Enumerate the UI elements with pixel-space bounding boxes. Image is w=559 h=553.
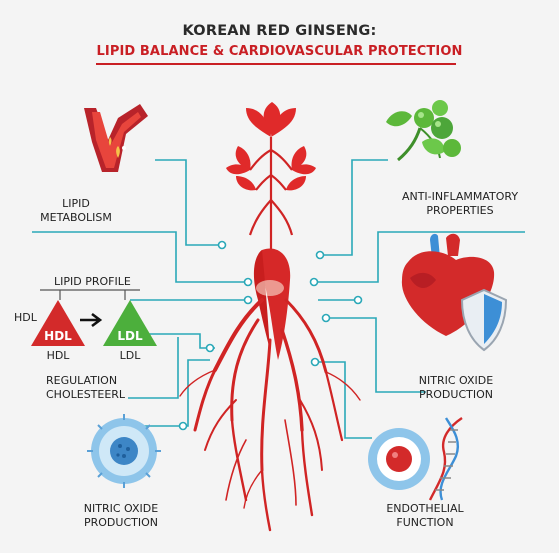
green-leaf-berries-icon	[386, 100, 461, 162]
artery-icon	[84, 104, 148, 172]
bacteria-cell-icon	[87, 414, 161, 488]
page-subtitle: LIPID BALANCE & CARDIOVASCULAR PROTECTIO…	[96, 44, 463, 59]
anti-inflammatory-label: ANTI-INFLAMMATORY PROPERTIES	[401, 190, 519, 217]
lipid-profile-label: LIPID PROFILE	[54, 275, 131, 288]
arrow-right-icon	[80, 312, 103, 328]
endothelial-function-label: ENDOTHELIAL FUNCTION	[386, 502, 464, 529]
blood-cell-dna-icon	[368, 417, 463, 501]
heart-shield-icon	[401, 233, 508, 352]
page-title: KOREAN RED GINSENG:	[182, 23, 377, 39]
lipid-metabolism-label: LIPID METABOLISM	[40, 197, 112, 224]
nitric-oxide-left-label: NITRIC OXIDE PRODUCTION	[83, 502, 159, 529]
hdl-triangle-label: HDL	[44, 329, 72, 343]
ldl-triangle-label: LDL	[117, 329, 143, 343]
ldl-bottom-label: LDL	[119, 349, 141, 362]
regulation-cholesterol-label: REGULATION CHOLESTEERL	[46, 374, 126, 401]
ginseng-root-icon	[179, 102, 361, 532]
hdl-side-label: HDL	[14, 311, 37, 324]
title-underline	[96, 63, 456, 65]
hdl-triangle	[31, 300, 85, 346]
connector-dots	[178, 240, 363, 431]
lipid-profile-chart	[31, 289, 157, 346]
connector-lines	[32, 159, 525, 439]
ldl-triangle	[103, 300, 157, 346]
nitric-oxide-right-label: NITRIC OXIDE PRODUCTION	[418, 374, 494, 401]
hdl-bottom-label: HDL	[46, 349, 70, 362]
